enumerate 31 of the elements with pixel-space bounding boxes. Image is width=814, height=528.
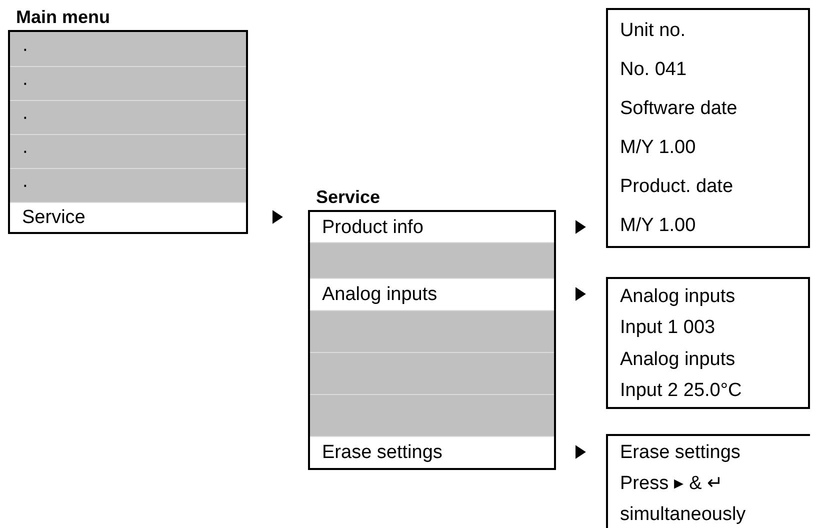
- menu-bar: [310, 242, 554, 278]
- display-line: Product. date: [620, 175, 734, 200]
- menu-item: ·: [10, 32, 246, 66]
- display-line: M/Y 1.00: [620, 136, 696, 160]
- display-panel: [606, 277, 810, 409]
- menu-item: ·: [10, 134, 246, 168]
- display-line: Input 2 25.0°C: [620, 379, 742, 403]
- menu-bar: [310, 310, 554, 352]
- display-panel: [606, 434, 810, 528]
- arrow: [272, 210, 283, 224]
- display-line: simultaneously: [620, 503, 746, 528]
- display-line: Erase settings: [620, 441, 740, 466]
- menu-heading: Main menu: [16, 6, 110, 29]
- menu-item: ·: [10, 100, 246, 134]
- menu-item: ·: [10, 168, 246, 202]
- menu-heading: Service: [316, 186, 380, 209]
- display-line: Press ▸ & ↵: [620, 472, 724, 496]
- menu-bar: [310, 394, 554, 436]
- display-line: Analog inputs: [620, 284, 736, 308]
- display-line: No. 041: [620, 58, 687, 82]
- display-line: Unit no.: [620, 19, 686, 44]
- menu-item: ·: [10, 66, 246, 100]
- arrow: [576, 445, 586, 459]
- menu-bar: [310, 352, 554, 394]
- display-line: Analog inputs: [620, 348, 736, 372]
- display-line: M/Y 1.00: [620, 214, 696, 238]
- display-line: Software date: [620, 97, 738, 122]
- arrow: [576, 220, 586, 234]
- arrow: [576, 287, 586, 301]
- display-line: Input 1 003: [620, 316, 716, 340]
- display-panel: [606, 8, 810, 248]
